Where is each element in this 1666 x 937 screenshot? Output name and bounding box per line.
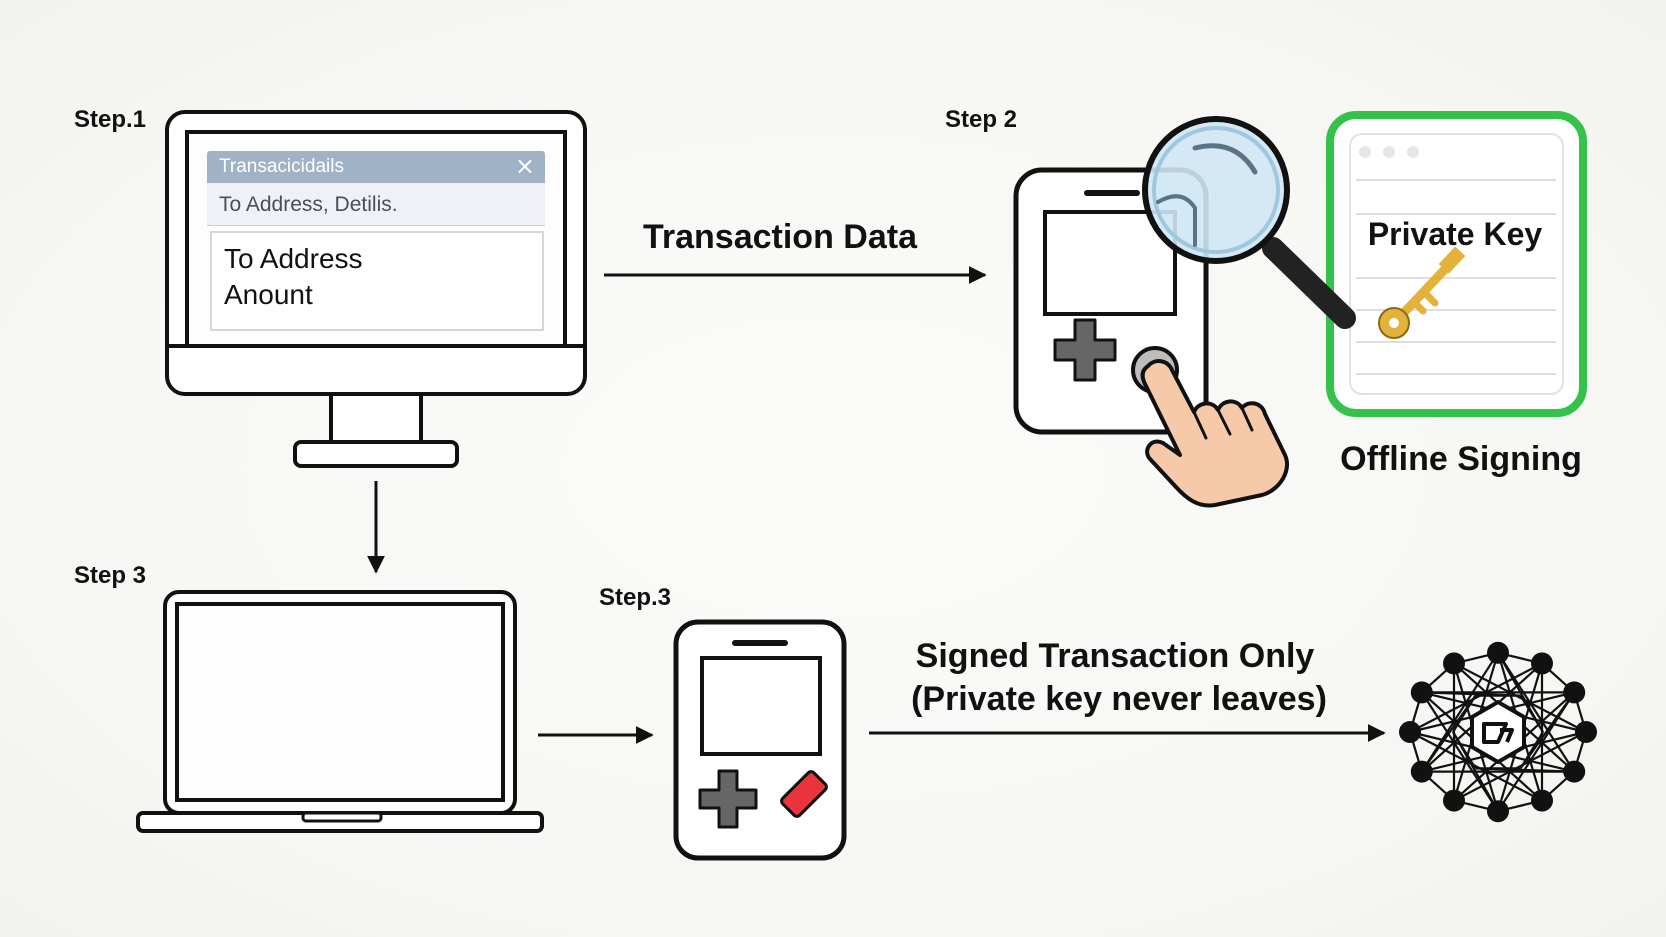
step-2-label: Step 2 — [945, 106, 1018, 133]
amount-line: Anount — [224, 279, 313, 310]
transaction-window-subtitle: To Address, Detilis. — [219, 193, 398, 216]
to-address-line: To Address — [224, 243, 363, 274]
private-key-label: Private Key — [1367, 216, 1543, 252]
hardware-wallet-signed-icon — [673, 619, 847, 861]
transaction-window-subtitle-bar: To Address, Detilis. — [207, 183, 545, 226]
pointing-hand-icon — [1140, 359, 1289, 508]
transaction-window-titlebar: Transacicidails × — [207, 151, 545, 183]
transaction-window-body: To Address Anount — [210, 231, 544, 331]
offline-signing-label: Offline Signing — [1340, 440, 1582, 478]
magnifier-icon — [1142, 116, 1356, 329]
step-1-label: Step.1 — [74, 106, 147, 133]
close-icon[interactable]: × — [514, 152, 535, 180]
transaction-window-title: Transacicidails — [219, 156, 344, 177]
laptop-icon — [136, 590, 544, 833]
transaction-data-label: Transaction Data — [643, 218, 917, 256]
signed-transaction-label: Signed Transaction Only — [915, 637, 1315, 675]
step-3-right-label: Step.3 — [599, 584, 672, 611]
private-key-never-leaves-label: (Private key never leaves) — [911, 680, 1327, 718]
key-icon — [1378, 246, 1466, 339]
blockchain-network-icon — [1399, 641, 1597, 823]
step-3-left-label: Step 3 — [74, 562, 147, 589]
